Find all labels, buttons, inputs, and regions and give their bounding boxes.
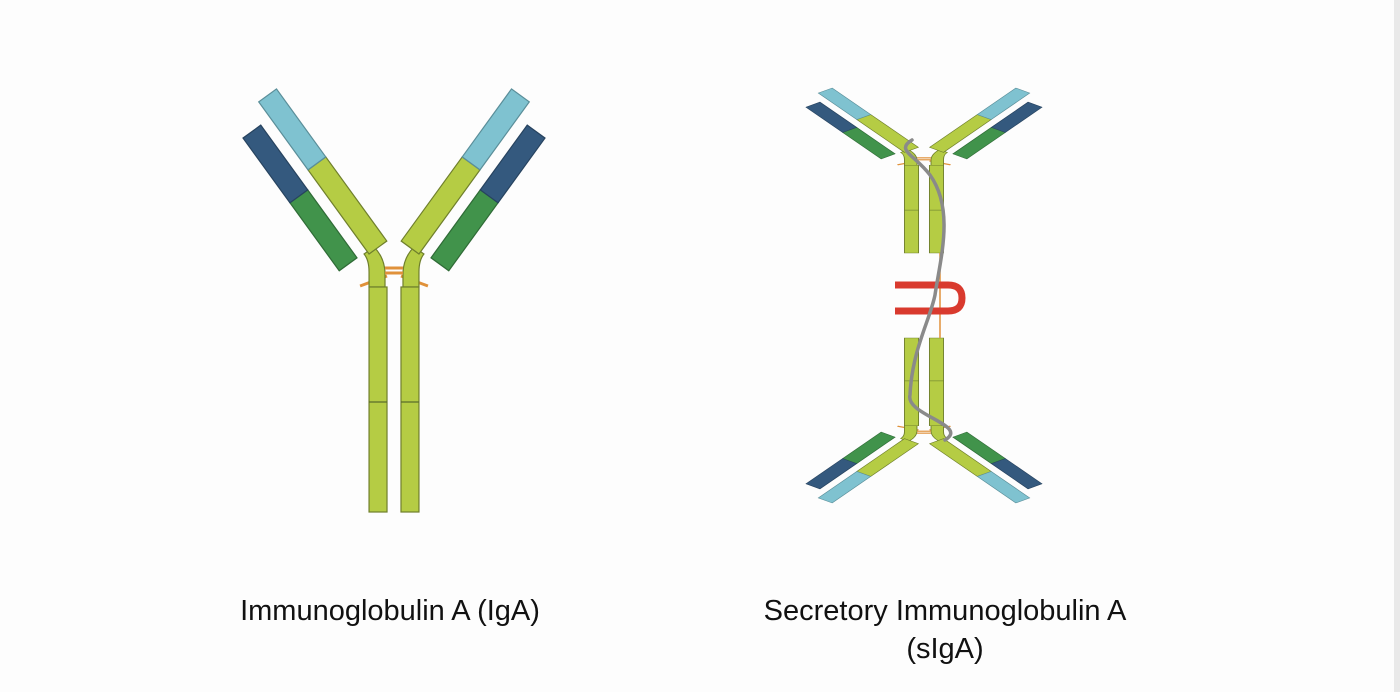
j-chain xyxy=(895,281,966,315)
siga-caption: Secretory Immunoglobulin A (sIgA) xyxy=(700,592,1190,668)
siga-caption-line2: (sIgA) xyxy=(906,633,984,665)
iga-caption: Immunoglobulin A (IgA) xyxy=(240,595,540,627)
secretory-component xyxy=(903,138,953,442)
siga-caption-line1: Secretory Immunoglobulin A xyxy=(763,595,1127,627)
iga-monomer xyxy=(229,87,559,514)
siga-dimer xyxy=(795,86,1053,505)
siga-lower-monomer xyxy=(795,336,1053,505)
right-edge-strip xyxy=(1394,0,1400,692)
